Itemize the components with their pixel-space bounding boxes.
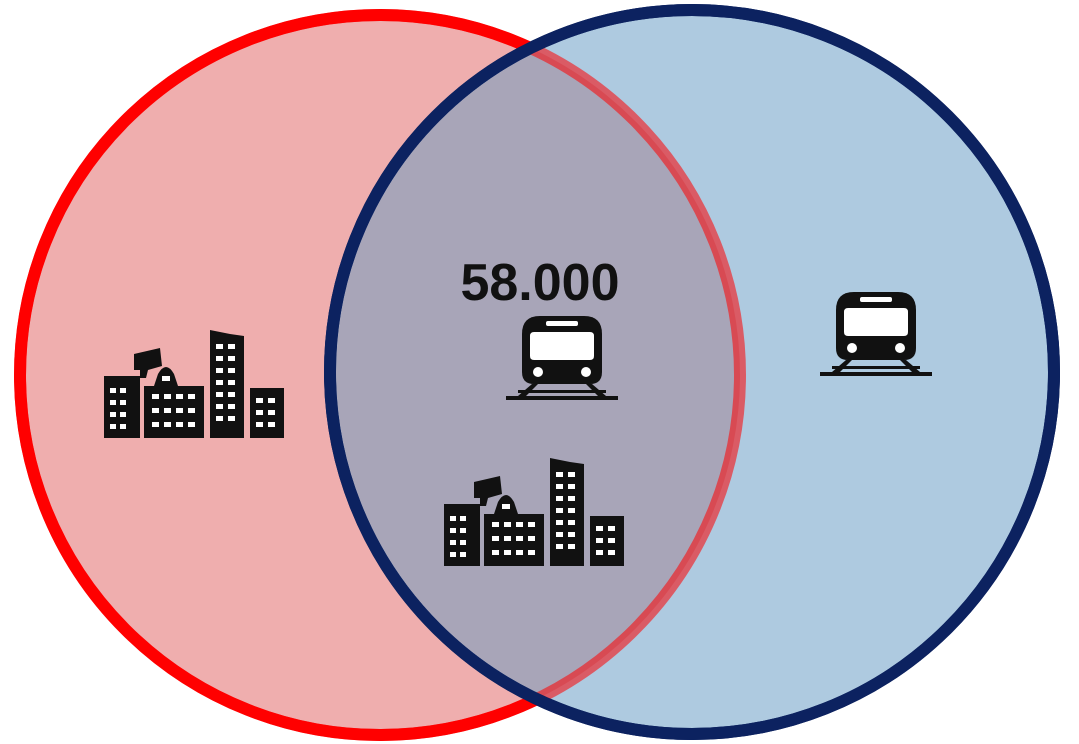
overlap-value: 58.000 xyxy=(460,254,619,312)
right-set-outline xyxy=(324,4,1060,740)
left-set-outline xyxy=(14,9,746,741)
